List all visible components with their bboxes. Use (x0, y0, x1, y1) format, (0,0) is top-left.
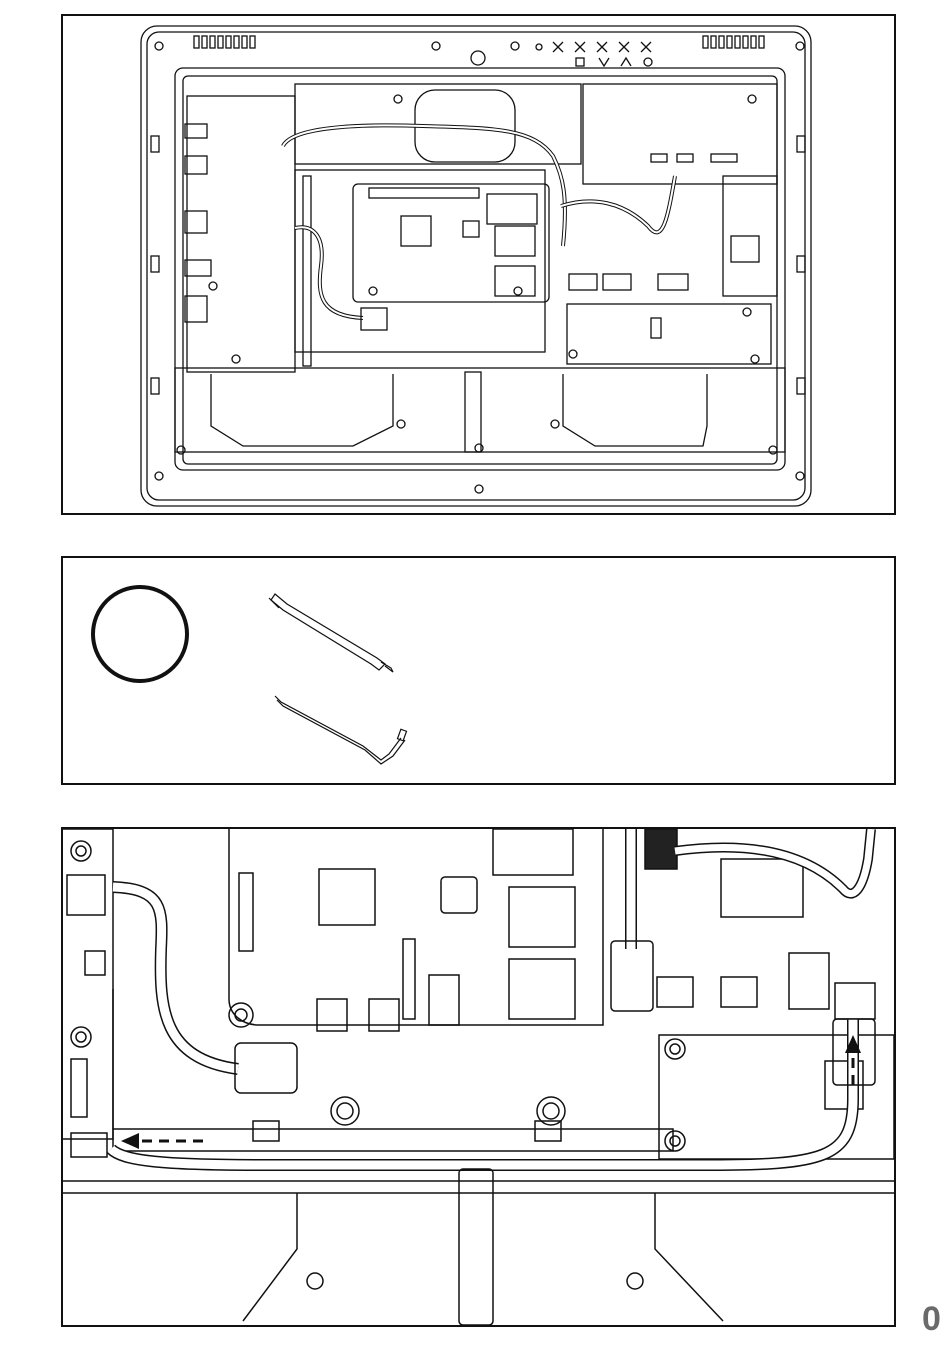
assembly-overview-drawing (63, 16, 894, 513)
assembly-overview-panel (61, 14, 896, 515)
parts-kit-panel (61, 556, 896, 785)
cable-routing-detail-panel (61, 827, 896, 1327)
vent-slots-right (703, 36, 764, 48)
button-cluster (553, 42, 652, 66)
arrowhead-left (121, 1133, 139, 1149)
parts-kit-drawing (63, 558, 894, 783)
page-number: 0 (922, 1300, 941, 1339)
cable-routing-detail-drawing (63, 829, 894, 1325)
standoff-rod-part (269, 594, 393, 672)
vent-slots-left (194, 36, 255, 48)
o-ring-part (93, 587, 187, 681)
bent-wire-part (275, 696, 407, 764)
